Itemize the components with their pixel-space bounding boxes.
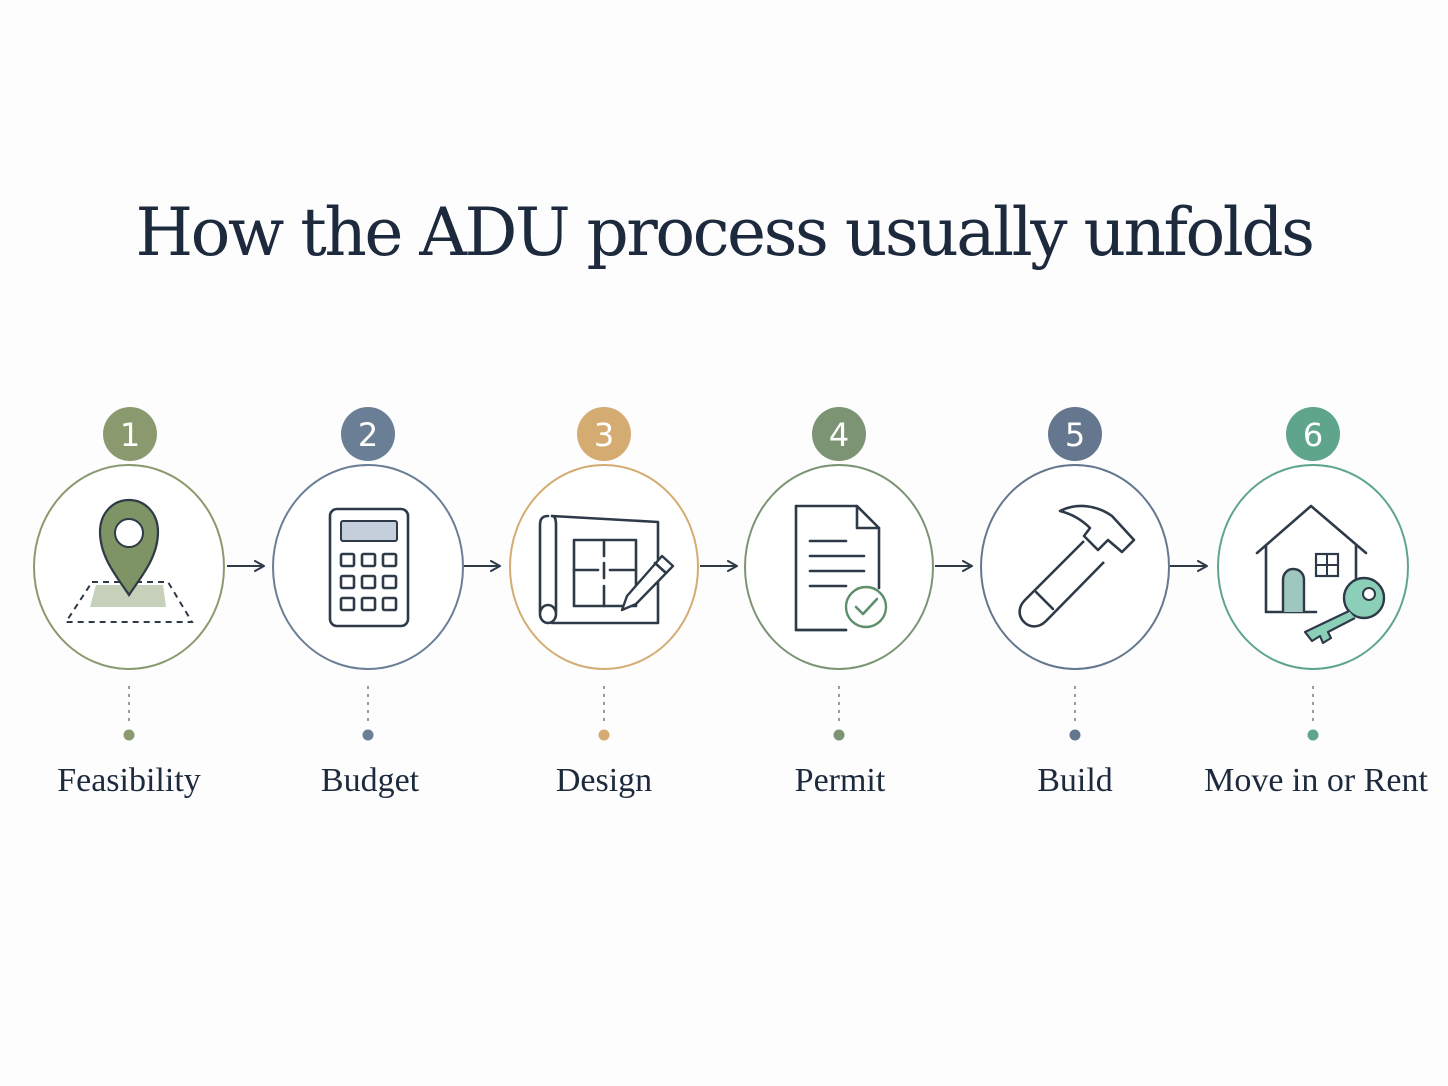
step-number-badge bbox=[1048, 407, 1102, 461]
step-number: 3 bbox=[594, 416, 614, 454]
hammer-icon bbox=[1018, 504, 1136, 628]
step-ring bbox=[744, 464, 934, 670]
blueprint-icon bbox=[538, 514, 675, 625]
step-label: Design bbox=[556, 762, 652, 799]
step-dot bbox=[123, 729, 135, 741]
step-6: 6 Move in or Rent bbox=[1204, 407, 1428, 799]
step-number-badge bbox=[577, 407, 631, 461]
step-2: 2 Budget bbox=[272, 407, 464, 799]
step-number: 1 bbox=[120, 416, 140, 454]
page-title: How the ADU process usually unfolds bbox=[135, 194, 1315, 271]
step-dot bbox=[362, 729, 374, 741]
step-dot bbox=[598, 729, 610, 741]
step-number: 6 bbox=[1303, 416, 1323, 454]
step-number-badge bbox=[103, 407, 157, 461]
step-number-badge bbox=[1286, 407, 1340, 461]
step-5: 5 Build bbox=[980, 407, 1170, 799]
step-number: 2 bbox=[358, 416, 378, 454]
step-dot bbox=[1307, 729, 1319, 741]
step-dot bbox=[833, 729, 845, 741]
document-check-icon bbox=[794, 504, 888, 632]
step-number-badge bbox=[341, 407, 395, 461]
step-label: Move in or Rent bbox=[1204, 762, 1428, 799]
step-4: 4 Permit bbox=[744, 407, 934, 799]
step-label: Feasibility bbox=[57, 762, 201, 799]
step-3: 3 Design bbox=[509, 407, 699, 799]
step-label: Budget bbox=[321, 762, 420, 799]
house-key-icon bbox=[1255, 504, 1386, 645]
step-dot bbox=[1069, 729, 1081, 741]
step-number: 4 bbox=[829, 416, 849, 454]
step-label: Build bbox=[1037, 762, 1113, 799]
step-label: Permit bbox=[795, 762, 886, 799]
step-number: 5 bbox=[1065, 416, 1085, 454]
calculator-icon bbox=[328, 507, 410, 628]
map-pin-icon bbox=[64, 498, 194, 623]
step-number-badge bbox=[812, 407, 866, 461]
step-1: 1 Feasibility bbox=[33, 407, 225, 799]
